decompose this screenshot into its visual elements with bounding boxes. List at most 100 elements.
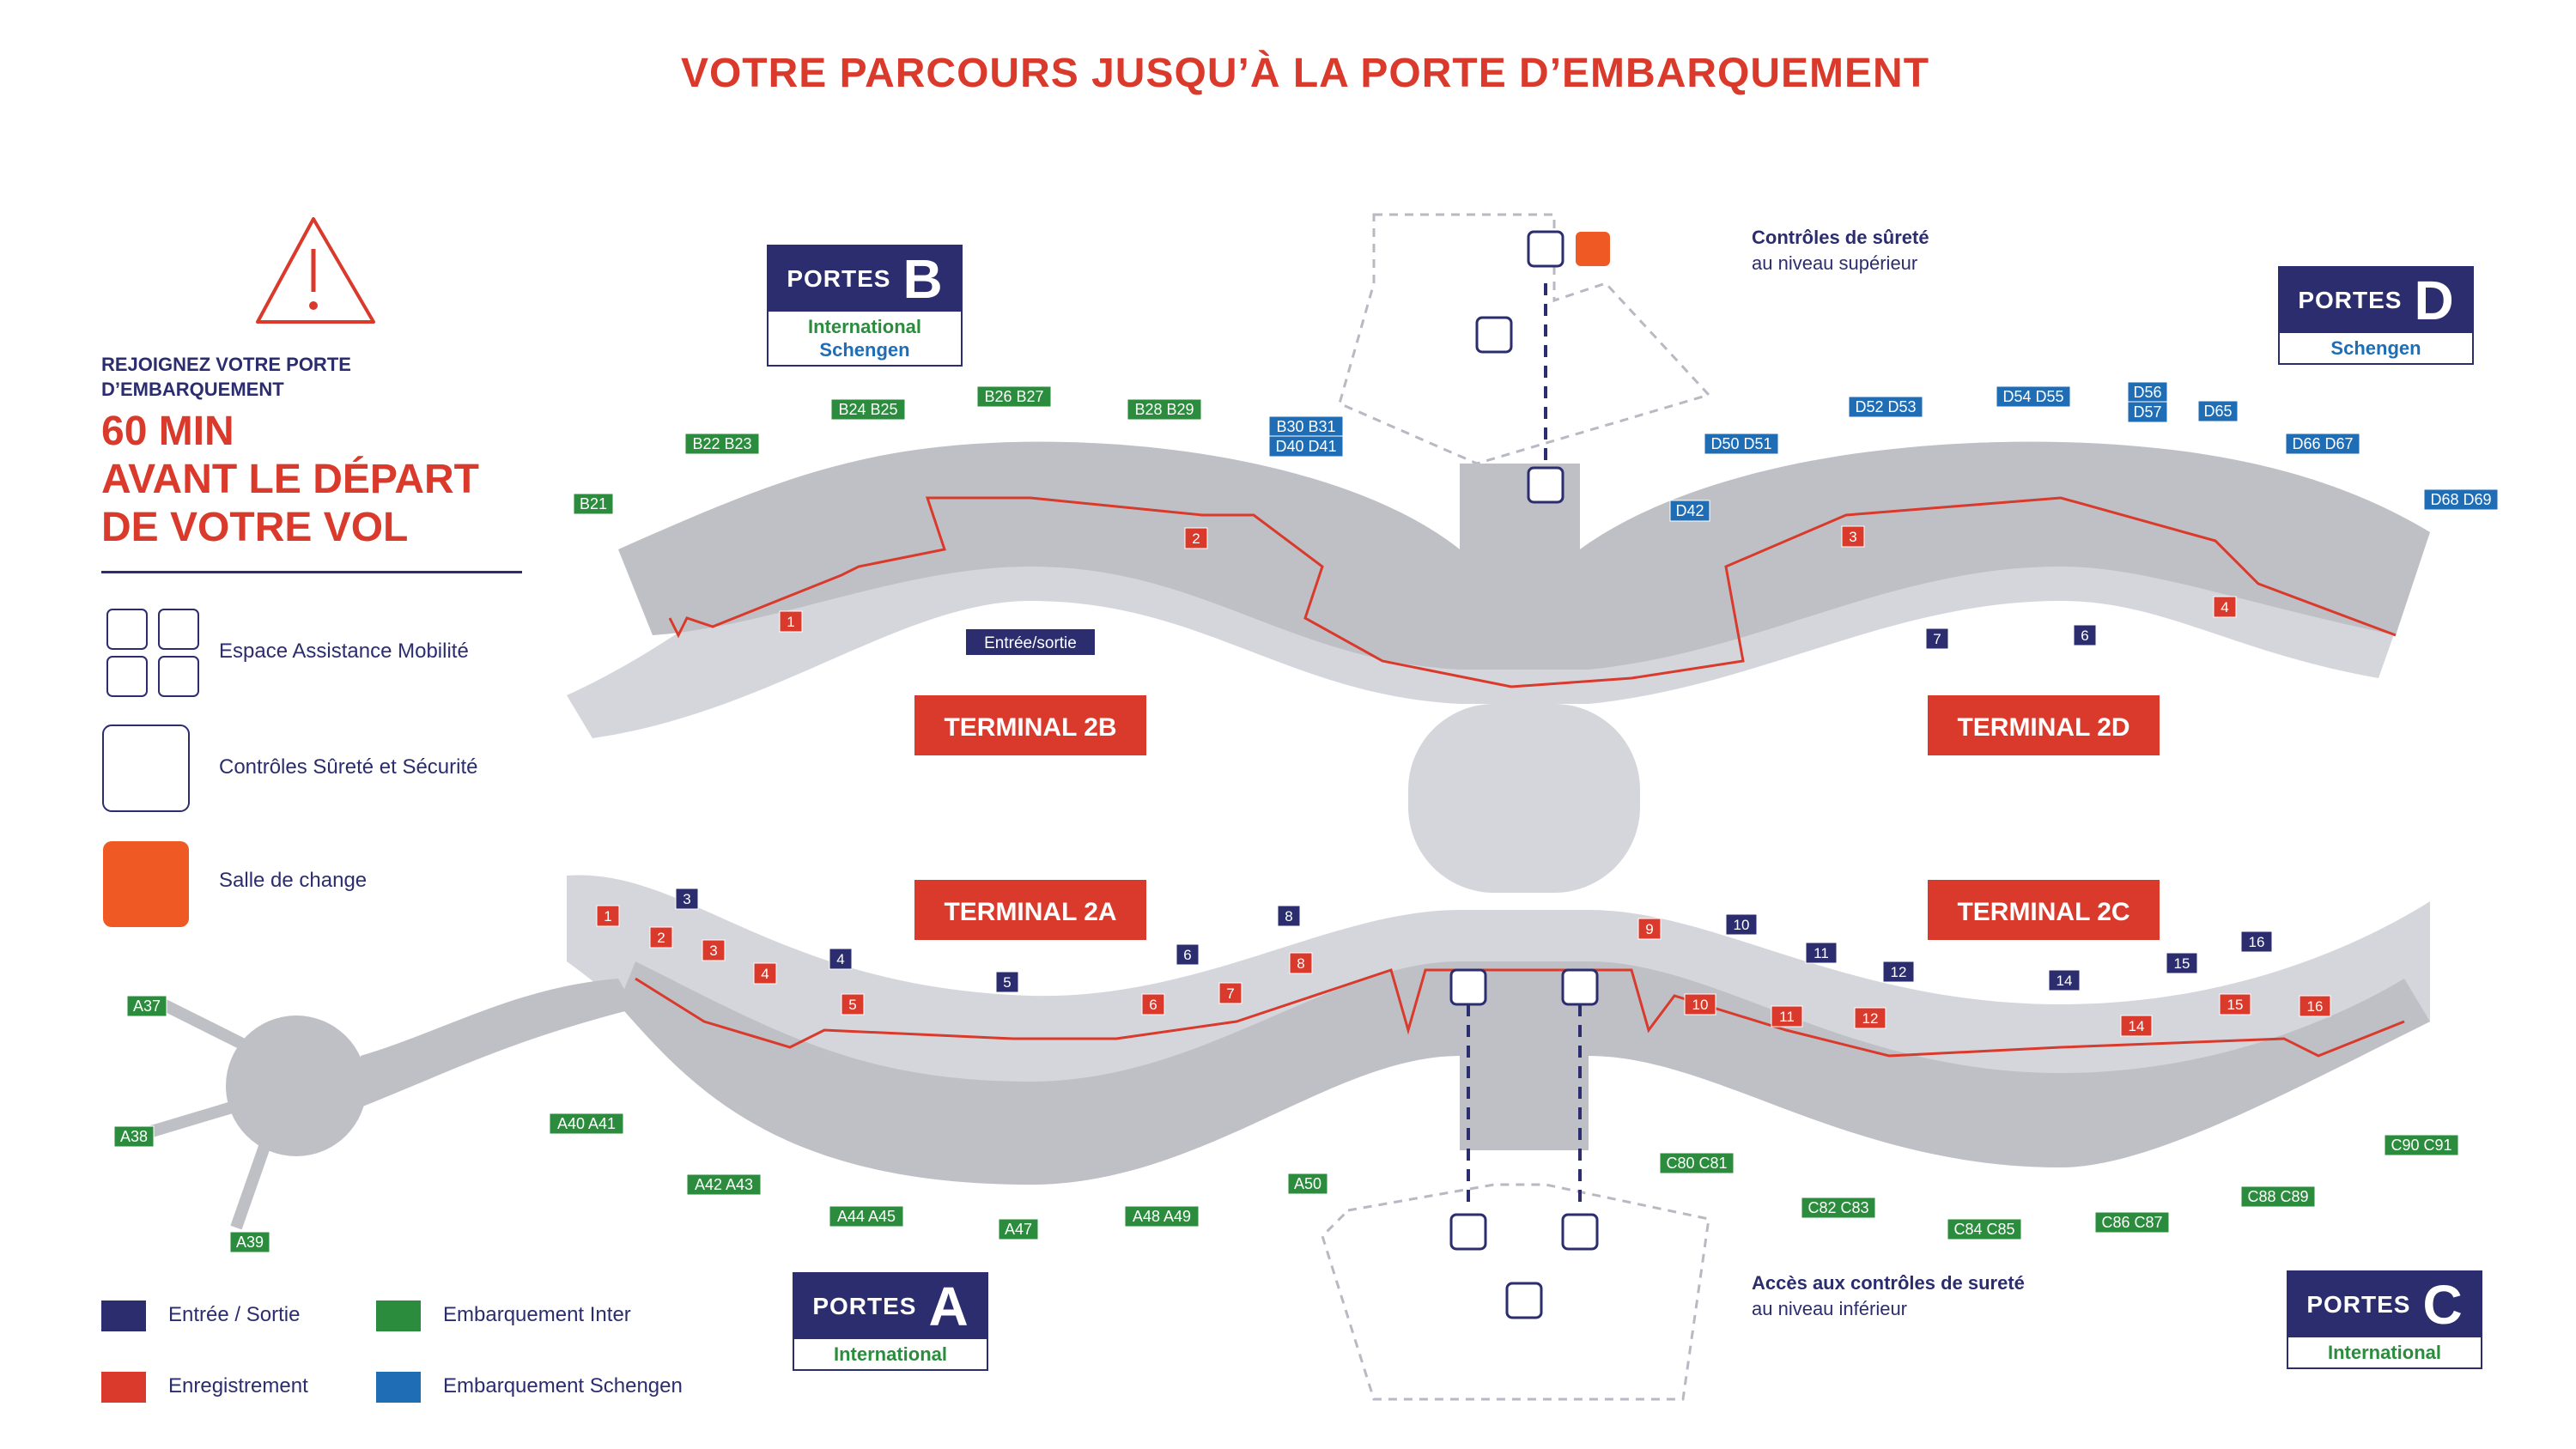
gate-inter-tag xyxy=(229,1231,270,1253)
upper-note-1: Contrôles de sûreté xyxy=(1752,227,1929,248)
gate-schengen-tag xyxy=(2127,381,2168,403)
gate-inter-tag xyxy=(2094,1211,2170,1234)
checkin-number-tag xyxy=(596,905,620,927)
security-agent-icon xyxy=(1475,316,1513,354)
entry-number-label: 16 xyxy=(2249,934,2265,950)
gate-schengen-label: D56 xyxy=(2133,384,2161,401)
portes-a-sign: PORTES A International xyxy=(793,1272,988,1371)
legend-inter-label: Embarquement Inter xyxy=(443,1303,631,1326)
gate-schengen-label: D66 D67 xyxy=(2292,435,2353,452)
gate-inter-label: A50 xyxy=(1294,1175,1321,1192)
terminal-2b-badge xyxy=(914,695,1146,755)
lower-note-2: au niveau inférieur xyxy=(1752,1298,1908,1319)
entry-number-label: 4 xyxy=(836,951,844,967)
gate-inter-label: B24 B25 xyxy=(838,401,897,418)
portes-word: PORTES xyxy=(812,1293,917,1319)
gate-inter-label: B28 B29 xyxy=(1134,401,1194,418)
gate-inter-tag xyxy=(549,1113,624,1135)
gate-inter-label: A39 xyxy=(236,1234,264,1251)
entry-number-tag xyxy=(2240,931,2273,953)
entry-number-label: 15 xyxy=(2174,955,2190,972)
checkin-number-tag xyxy=(2120,1015,2153,1037)
checkin-number-label: 2 xyxy=(657,930,665,946)
warning-line-1: REJOIGNEZ VOTRE PORTE xyxy=(101,354,351,375)
checkin-number-tag xyxy=(841,993,865,1016)
checkin-number-label: 2 xyxy=(1192,530,1200,547)
divider xyxy=(101,571,522,573)
checkin-number-tag xyxy=(1141,993,1165,1016)
gate-inter-label: B22 B23 xyxy=(692,435,751,452)
checkin-number-tag xyxy=(1684,993,1716,1016)
legend-schengen-label: Embarquement Schengen xyxy=(443,1374,683,1397)
portes-a-sub1: International xyxy=(833,1343,947,1365)
face-icon xyxy=(106,656,148,697)
entry-number-tag xyxy=(1805,942,1838,964)
changing-label: Salle de change xyxy=(219,869,368,892)
legend-entry-label: Entrée / Sortie xyxy=(168,1303,301,1326)
entry-number-tag xyxy=(1882,961,1915,983)
entry-number-tag xyxy=(675,888,699,910)
portes-word: PORTES xyxy=(2298,287,2403,313)
checkin-number-label: 4 xyxy=(761,966,769,982)
portes-letter: B xyxy=(902,248,943,310)
terminal-2a-2c-inner xyxy=(618,961,2430,1185)
gate-inter-label: A38 xyxy=(120,1128,148,1145)
gate-inter-tag xyxy=(113,1125,155,1148)
gate-inter-label: C80 C81 xyxy=(1666,1155,1727,1172)
gate-inter-tag xyxy=(1947,1218,2022,1240)
changing-room-icon xyxy=(103,841,189,927)
changing-room-icon xyxy=(1576,232,1610,266)
entry-number-label: 3 xyxy=(683,891,690,907)
upper-note-2: au niveau supérieur xyxy=(1752,252,1918,274)
warning-big-2: AVANT LE DÉPART xyxy=(101,457,479,502)
page-title: VOTRE PARCOURS JUSQU’À LA PORTE D’EMBARQ… xyxy=(680,51,1930,96)
gate-inter-tag xyxy=(684,433,760,455)
checkin-number-label: 4 xyxy=(2221,599,2228,615)
a-satellite xyxy=(226,1016,367,1156)
gate-schengen-tag xyxy=(1669,500,1710,522)
checkin-number-tag xyxy=(1218,982,1242,1004)
gate-inter-label: A42 A43 xyxy=(695,1176,753,1193)
checkin-number-tag xyxy=(702,939,726,961)
gate-inter-label: A44 A45 xyxy=(837,1208,896,1225)
gate-schengen-tag xyxy=(1996,385,2071,408)
gate-inter-tag xyxy=(829,1205,904,1228)
portes-b-sub1: International xyxy=(807,316,921,337)
checkin-number-tag xyxy=(1771,1005,1803,1028)
portes-d-sub1: Schengen xyxy=(2330,337,2421,359)
checkin-number-tag xyxy=(1289,952,1313,974)
checkin-number-label: 12 xyxy=(1862,1010,1879,1027)
elevator-icon xyxy=(1527,230,1564,268)
gate-inter-tag xyxy=(1127,398,1202,421)
warning-line-2: D’EMBARQUEMENT xyxy=(101,379,284,400)
checkin-line-upper xyxy=(668,496,2397,688)
gate-schengen-label: D52 D53 xyxy=(1855,398,1916,415)
entry-number-label: 5 xyxy=(1003,974,1011,991)
gate-schengen-label: D65 xyxy=(2203,403,2232,420)
gate-inter-tag xyxy=(2240,1185,2316,1208)
portes-letter: C xyxy=(2422,1274,2463,1336)
terminal-2b-2d-inner xyxy=(618,441,2430,670)
checkin-number-label: 10 xyxy=(1692,997,1709,1013)
gate-schengen-tag xyxy=(2197,400,2239,422)
portes-c-sub1: International xyxy=(2327,1342,2441,1363)
warning-intro: REJOIGNEZ VOTRE PORTE D’EMBARQUEMENT xyxy=(101,352,462,402)
portes-b-sub2: Schengen xyxy=(819,339,910,361)
entree-sortie-label: Entrée/sortie xyxy=(984,634,1077,652)
checkin-number-tag xyxy=(2213,596,2237,618)
entry-number-label: 11 xyxy=(1814,945,1829,961)
checkin-number-label: 3 xyxy=(709,943,717,959)
entry-number-tag xyxy=(829,948,853,970)
upper-security-note: Contrôles de sûreté au niveau supérieur xyxy=(1752,225,1929,276)
elevator-icon xyxy=(1449,968,1487,1006)
checkin-number-tag xyxy=(779,610,803,633)
wheelchair-icon xyxy=(106,609,148,650)
portes-letter: A xyxy=(928,1276,969,1337)
checkin-number-label: 9 xyxy=(1645,921,1653,937)
ear-icon xyxy=(158,656,199,697)
entry-number-tag xyxy=(1725,913,1758,936)
checkin-number-label: 11 xyxy=(1779,1009,1795,1025)
